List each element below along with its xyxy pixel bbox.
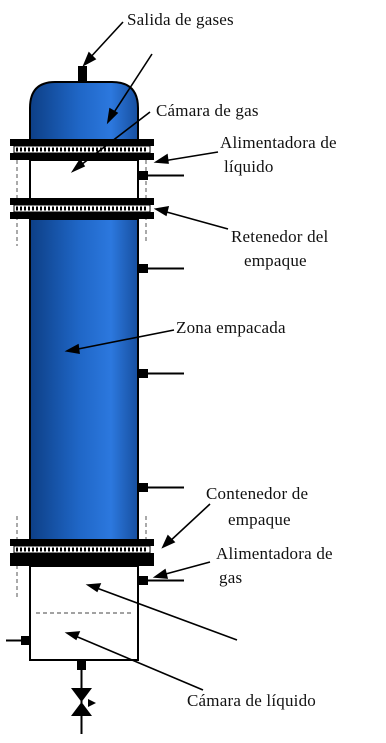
liquid-chamber-left-nozzle	[6, 636, 31, 645]
flange-packing-support	[10, 539, 154, 566]
flange-gas-chamber	[10, 139, 154, 160]
leader-arrows	[64, 21, 238, 691]
side-nozzle-3	[138, 483, 184, 492]
label-alimentadora-gas-2: gas	[219, 568, 243, 587]
label-alimentadora-liquido-2: líquido	[224, 157, 274, 176]
packed-zone	[29, 218, 139, 542]
label-camara-liquido: Cámara de líquido	[187, 691, 316, 710]
label-retenedor-2: empaque	[244, 251, 307, 270]
gas-outlet-pipe	[78, 66, 87, 84]
flange-packing-retainer	[10, 198, 154, 219]
label-alimentadora-gas-1: Alimentadora de	[216, 544, 333, 563]
label-zona-empacada: Zona empacada	[176, 318, 286, 337]
label-camara-gas: Cámara de gas	[156, 101, 259, 120]
label-contenedor-2: empaque	[228, 510, 291, 529]
liquid-outlet-valve	[71, 660, 96, 734]
label-contenedor-1: Contenedor de	[206, 484, 309, 503]
gas-chamber-dome	[29, 81, 139, 141]
gas-feed-nozzle	[138, 576, 184, 585]
side-nozzle-1	[138, 264, 184, 273]
label-salida-gases: Salida de gases	[127, 10, 234, 29]
side-nozzle-2	[138, 369, 184, 378]
label-alimentadora-liquido-1: Alimentadora de	[220, 133, 337, 152]
liquid-feed-nozzle	[138, 171, 184, 180]
label-retenedor-1: Retenedor del	[231, 227, 329, 246]
